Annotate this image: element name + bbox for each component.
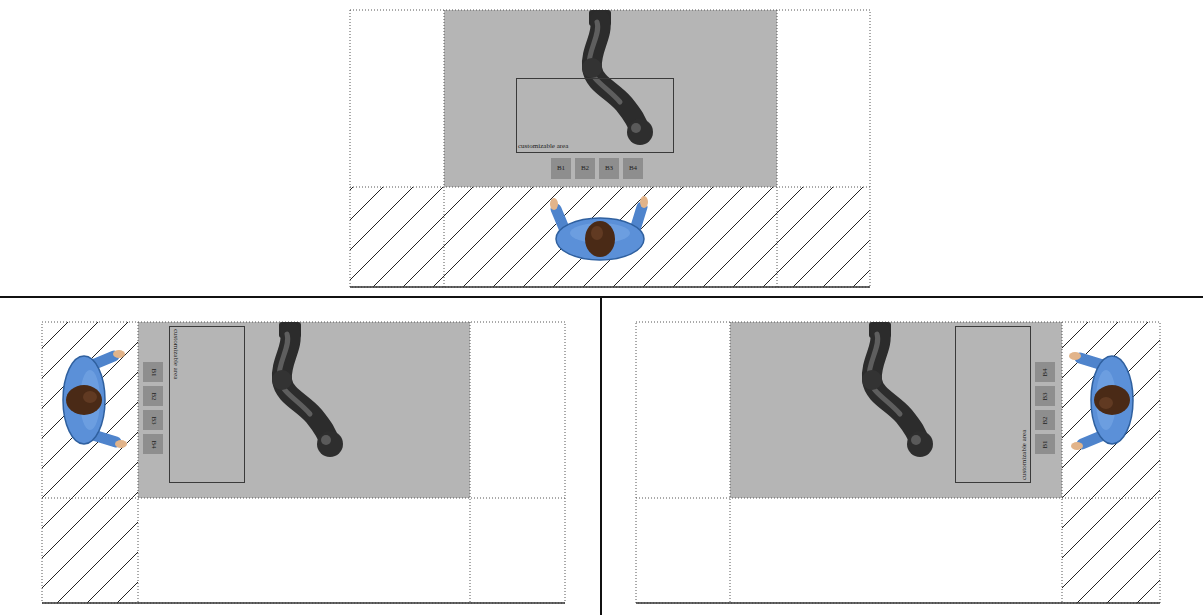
- button-box: B4: [623, 158, 643, 179]
- drawing-part: [636, 498, 1160, 499]
- drawing-part: [350, 187, 870, 188]
- robot-zone: [730, 322, 1062, 498]
- operator: [63, 350, 127, 448]
- drawing-part: [350, 10, 870, 287]
- customizable-area: customizable area: [169, 326, 245, 483]
- drawing-part: [730, 322, 731, 603]
- button-label: B4: [629, 164, 637, 173]
- user-zone-hatch: [1062, 322, 1160, 603]
- button-box: B1: [1035, 434, 1055, 454]
- drawing-part: [636, 322, 1160, 603]
- drawing-part: [42, 322, 565, 603]
- customizable-area: customizable area: [955, 326, 1031, 483]
- panel-edge: [42, 602, 565, 604]
- button-label: B3: [1040, 392, 1049, 400]
- customizable-area: customizable area: [516, 78, 674, 153]
- button-label: B2: [148, 392, 157, 400]
- button-label: B2: [581, 164, 589, 173]
- button-label: B1: [557, 164, 565, 173]
- user-zone-hatch: [42, 322, 138, 603]
- button-box: B1: [143, 362, 163, 382]
- robot-arm: [272, 322, 343, 457]
- robot-arm: [862, 322, 933, 457]
- button-box: B2: [143, 386, 163, 406]
- separator: [600, 297, 602, 615]
- operator: [550, 196, 648, 260]
- robot-zone: [444, 10, 777, 187]
- button-box: B4: [143, 434, 163, 454]
- panel-edge: [636, 602, 1160, 604]
- drawing-part: [42, 498, 565, 499]
- button-label: B4: [148, 440, 157, 448]
- area-label: customizable area: [1020, 430, 1029, 480]
- button-box: B4: [1035, 362, 1055, 382]
- button-label: B4: [1040, 368, 1049, 376]
- robot-zone: [138, 322, 470, 498]
- button-label: B1: [148, 368, 157, 376]
- drawing-part: [470, 322, 471, 603]
- grid-lines: [350, 10, 870, 287]
- button-label: B3: [605, 164, 613, 173]
- left-panel: [42, 322, 565, 603]
- drawing-part: [777, 10, 778, 287]
- area-label: customizable area: [518, 142, 568, 151]
- right-panel: [636, 322, 1160, 603]
- top-panel: [350, 10, 870, 287]
- area-label: customizable area: [171, 329, 180, 379]
- button-box: B2: [575, 158, 595, 179]
- button-box: B1: [551, 158, 571, 179]
- button-box: B3: [143, 410, 163, 430]
- user-zone-hatch: [350, 187, 870, 287]
- drawing-part: [444, 10, 445, 287]
- button-label: B1: [1040, 440, 1049, 448]
- button-box: B3: [1035, 386, 1055, 406]
- grid-lines: [636, 322, 1160, 603]
- drawing-part: [138, 322, 139, 603]
- button-box: B2: [1035, 410, 1055, 430]
- button-label: B2: [1040, 416, 1049, 424]
- operator: [1069, 352, 1133, 450]
- grid-lines: [42, 322, 565, 603]
- drawing-part: [1062, 322, 1063, 603]
- button-label: B3: [148, 416, 157, 424]
- button-box: B3: [599, 158, 619, 179]
- panel-edge: [350, 286, 870, 288]
